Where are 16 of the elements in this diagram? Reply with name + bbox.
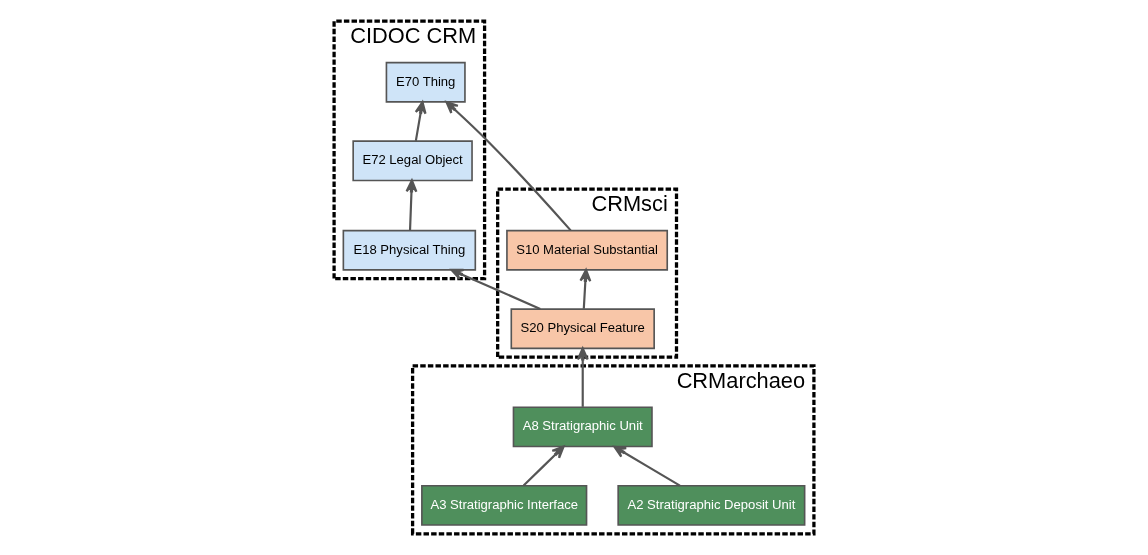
node-box: S10 Material Substantial bbox=[506, 229, 669, 271]
node-box: E70 Thing bbox=[385, 61, 466, 103]
arrow bbox=[579, 268, 592, 309]
node-box: E72 Legal Object bbox=[352, 140, 473, 182]
node-box: A8 Stratigraphic Unit bbox=[512, 406, 653, 448]
arrow bbox=[576, 347, 589, 407]
arrow bbox=[522, 445, 565, 487]
arrow bbox=[445, 100, 572, 232]
node-box: S20 Physical Feature bbox=[510, 308, 655, 350]
node-box: E18 Physical Thing bbox=[342, 229, 477, 271]
arrow bbox=[450, 268, 541, 310]
node-box: A2 Stratigraphic Deposit Unit bbox=[617, 484, 806, 526]
arrow bbox=[414, 100, 427, 142]
arrow bbox=[613, 445, 681, 487]
node-box: A3 Stratigraphic Interface bbox=[421, 484, 588, 526]
arrow bbox=[405, 179, 418, 231]
